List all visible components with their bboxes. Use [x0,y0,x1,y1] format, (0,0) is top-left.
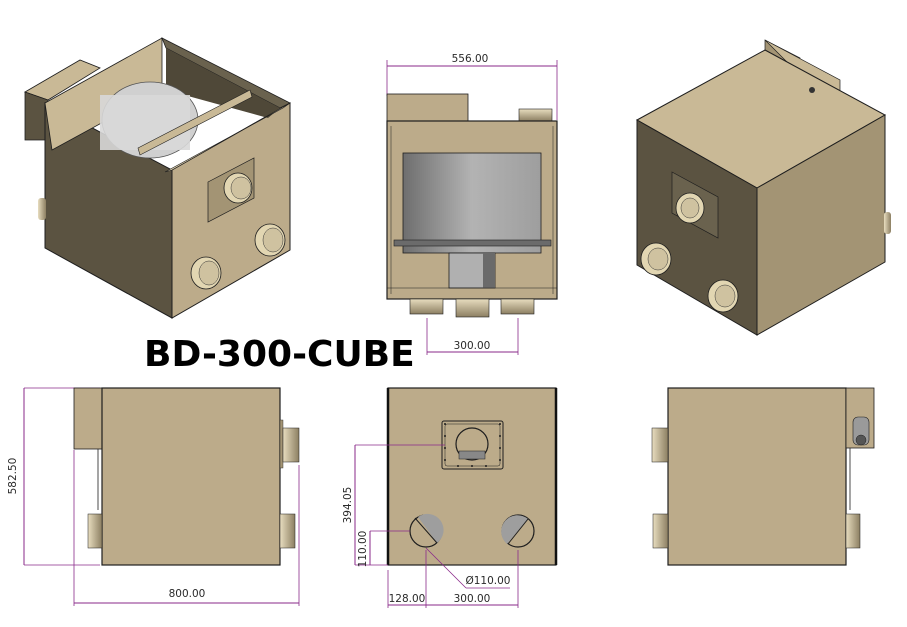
dim-height: 582.50 [7,458,19,495]
dim-outlet-offset: 128.00 [389,593,426,605]
view-side-left [23,387,300,606]
dim-length: 800.00 [169,588,206,600]
model-title: BD-300-CUBE [144,334,415,375]
view-front [354,387,558,608]
dim-inlet-height: 394.05 [342,487,354,524]
dim-outlet-diameter: Ø110.00 [465,575,510,587]
dim-top-width: 556.00 [452,53,489,65]
dim-outlet-spacing-top: 300.00 [454,340,491,352]
view-front-section [386,60,558,355]
dim-outlet-spacing: 300.00 [454,593,491,605]
view-isometric-closed [635,39,891,336]
dim-outlet-height: 110.00 [357,531,369,568]
view-isometric-open-top [24,37,291,319]
view-side-right [651,387,875,566]
